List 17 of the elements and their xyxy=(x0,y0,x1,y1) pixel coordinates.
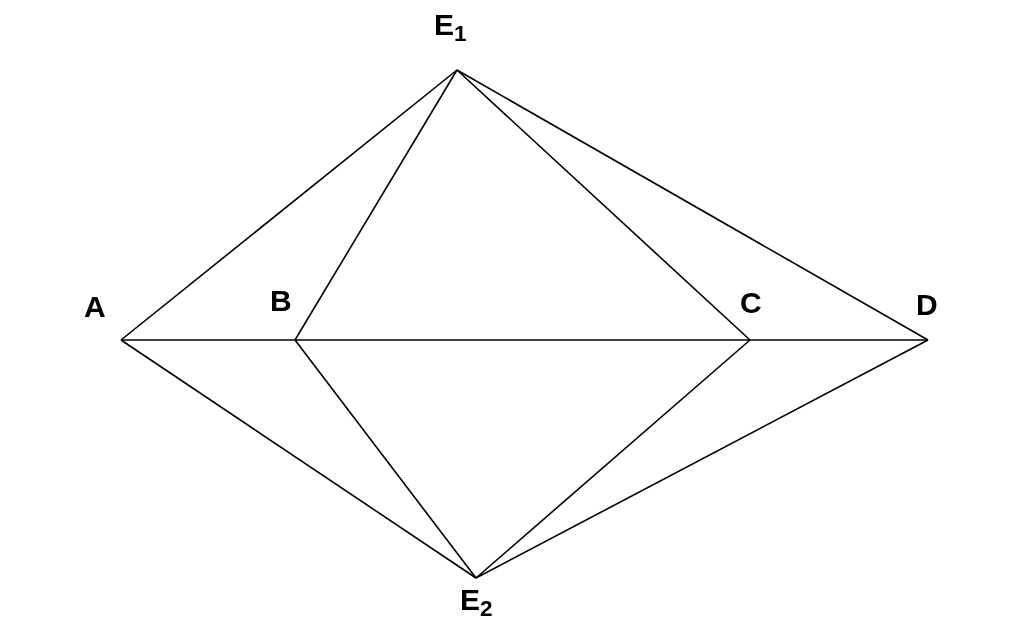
point-label: A xyxy=(84,292,106,322)
line-segment xyxy=(475,339,929,579)
line-segment xyxy=(456,69,929,341)
point-label: B xyxy=(270,286,292,316)
point-label: E$_{1}$ xyxy=(434,10,467,40)
point-label: E$_{2}$ xyxy=(460,585,493,615)
line-segment xyxy=(749,339,929,341)
point-label: D xyxy=(916,290,938,320)
line-segment xyxy=(120,339,296,341)
line-segment xyxy=(120,339,477,579)
line-segment xyxy=(294,339,477,579)
line-segment xyxy=(294,69,458,341)
line-segment xyxy=(294,339,751,341)
point-label: C xyxy=(740,288,762,318)
line-segment xyxy=(475,339,751,579)
line-segment xyxy=(456,69,751,341)
line-segment xyxy=(120,69,458,341)
